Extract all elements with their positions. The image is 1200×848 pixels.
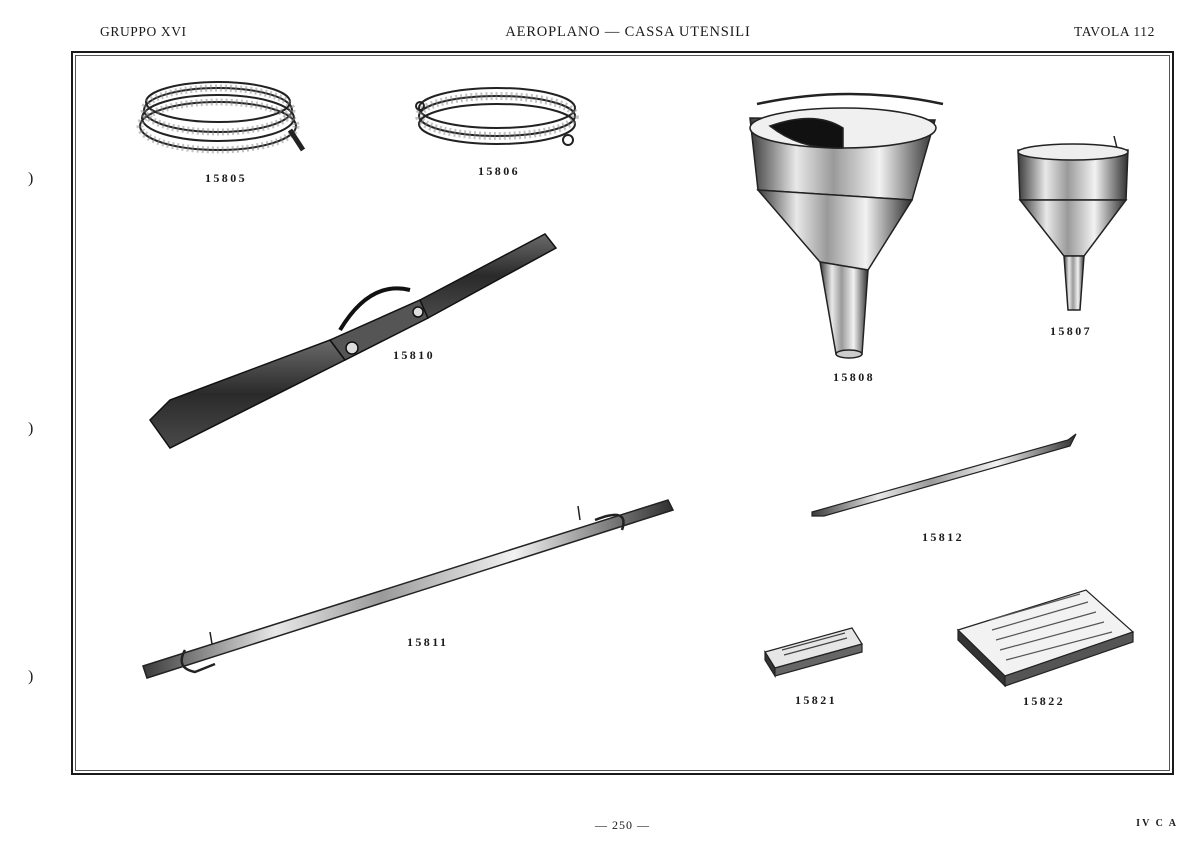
large-funnel-icon: [749, 92, 944, 359]
item-code-15805: 15805: [205, 171, 247, 185]
item-code-15807: 15807: [1050, 324, 1092, 338]
footer-code: IV C A: [1136, 818, 1178, 829]
small-booklet-icon: [764, 627, 863, 679]
group-label: GRUPPO XVI: [100, 24, 187, 39]
grease-gun-icon: [149, 233, 558, 449]
long-rod-icon: [142, 499, 675, 679]
page-number: — 250 —: [595, 818, 650, 832]
item-code-15811: 15811: [407, 635, 449, 649]
page-title: AEROPLANO — CASSA UTENSILI: [505, 24, 751, 40]
coiled-hose-icon: [136, 81, 306, 154]
small-funnel-icon: [1017, 135, 1129, 311]
binding-hole-mark: ): [28, 420, 34, 437]
binding-hole-mark: ): [28, 170, 34, 187]
item-code-15822: 15822: [1023, 694, 1065, 708]
coiled-hose-icon: [415, 87, 579, 146]
plate-number: TAVOLA 112: [1073, 24, 1155, 39]
manual-book-icon: [956, 589, 1135, 688]
item-code-15821: 15821: [795, 693, 837, 707]
item-code-15806: 15806: [478, 164, 520, 178]
item-code-15808: 15808: [833, 370, 875, 384]
item-code-15812: 15812: [922, 530, 964, 544]
plate-frame-outer: [71, 51, 1174, 775]
binding-hole-mark: ): [28, 668, 34, 685]
tire-lever-icon: [811, 433, 1077, 517]
plate-frame-inner: [75, 55, 1170, 771]
item-code-15810: 15810: [393, 348, 435, 362]
